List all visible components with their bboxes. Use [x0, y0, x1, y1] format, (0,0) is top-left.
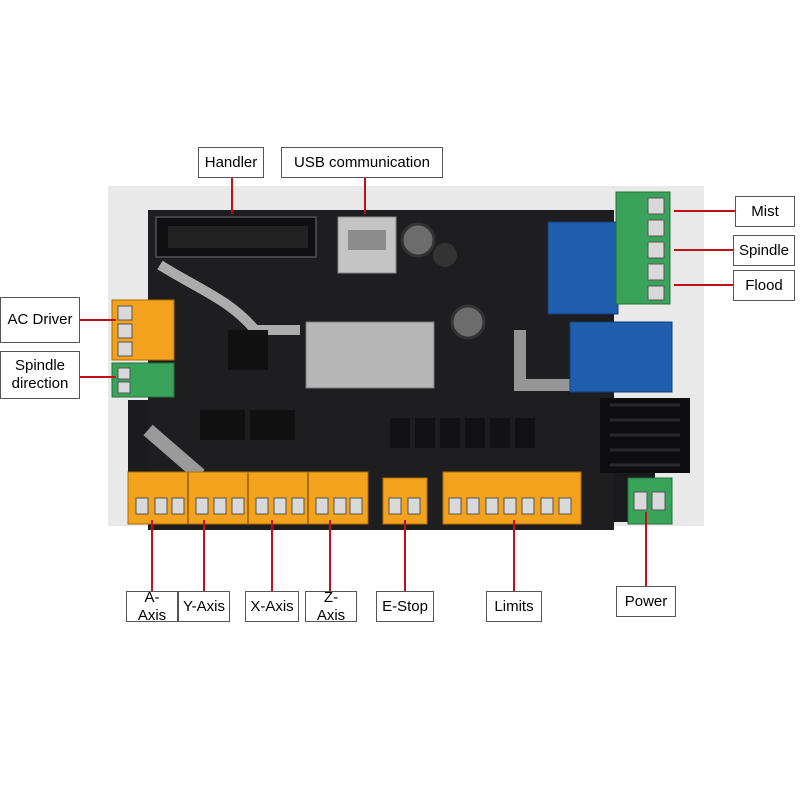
label-spindle: Spindle — [733, 235, 795, 266]
label-power: Power — [616, 586, 676, 617]
label-x-axis: X-Axis — [245, 591, 299, 622]
relay-top — [547, 221, 619, 315]
label-limits: Limits — [486, 591, 542, 622]
main-module — [305, 321, 435, 389]
label-flood: Flood — [733, 270, 795, 301]
label-z-axis: Z-Axis — [305, 589, 357, 624]
label-handler: Handler — [198, 147, 264, 178]
relay-bottom — [569, 321, 673, 393]
label-usb-communication: USB communication — [281, 147, 443, 178]
label-mist: Mist — [735, 196, 795, 227]
label-e-stop: E-Stop — [376, 591, 434, 622]
label-y-axis: Y-Axis — [178, 591, 230, 622]
label-spindle-direction: Spindle direction — [0, 351, 80, 399]
label-ac-driver: AC Driver — [0, 297, 80, 343]
label-a-axis: A-Axis — [126, 589, 178, 624]
